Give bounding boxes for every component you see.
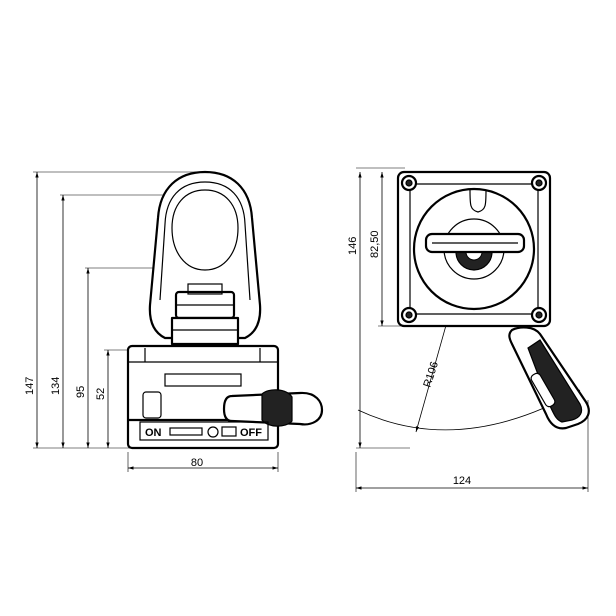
bolt-top-left-center: [405, 179, 413, 187]
dim-label-80: 80: [191, 457, 203, 469]
switch-handle-grip: [261, 389, 293, 427]
lifting-eye-hole: [171, 189, 239, 271]
dim-label-124: 124: [453, 475, 471, 487]
magnet-body-side-pad: [142, 391, 162, 419]
swivel-pin-top: [187, 283, 223, 295]
magnet-body-slot: [164, 373, 242, 387]
dim-label-134: 134: [50, 377, 62, 395]
dim-label-52: 52: [95, 388, 107, 400]
plate-on-symbol: [169, 427, 203, 436]
bolt-top-right-center: [535, 179, 543, 187]
dim-label-95: 95: [75, 386, 87, 398]
lifting-eye-inner-edge: [159, 181, 251, 301]
dim-label-r106: R106: [421, 360, 441, 389]
front-view: 147 134 95 52 80 ON OFF: [24, 170, 324, 472]
plate-off-label: OFF: [240, 427, 262, 439]
dim-label-146: 146: [347, 237, 359, 255]
on-off-plate: [139, 421, 269, 441]
plate-dot-symbol: [207, 426, 219, 438]
bolt-bottom-right-center: [535, 311, 543, 319]
dim-label-147: 147: [24, 377, 36, 395]
housing-notch: [469, 189, 487, 213]
switch-handle-top-grip: [527, 339, 583, 423]
switch-handle-top-slot: [530, 372, 556, 408]
bolt-bottom-left-center: [405, 311, 413, 319]
corner-bolts: [400, 174, 548, 324]
magnet-top-inner: [409, 183, 539, 315]
top-view: 146 82,50 124 R106: [347, 167, 590, 492]
swivel-base: [170, 316, 240, 346]
magnet-body-corner-lines: [144, 348, 261, 362]
plate-off-symbol: [221, 426, 237, 437]
dim-label-82-50: 82,50: [369, 230, 381, 258]
plate-on-label: ON: [145, 427, 162, 439]
